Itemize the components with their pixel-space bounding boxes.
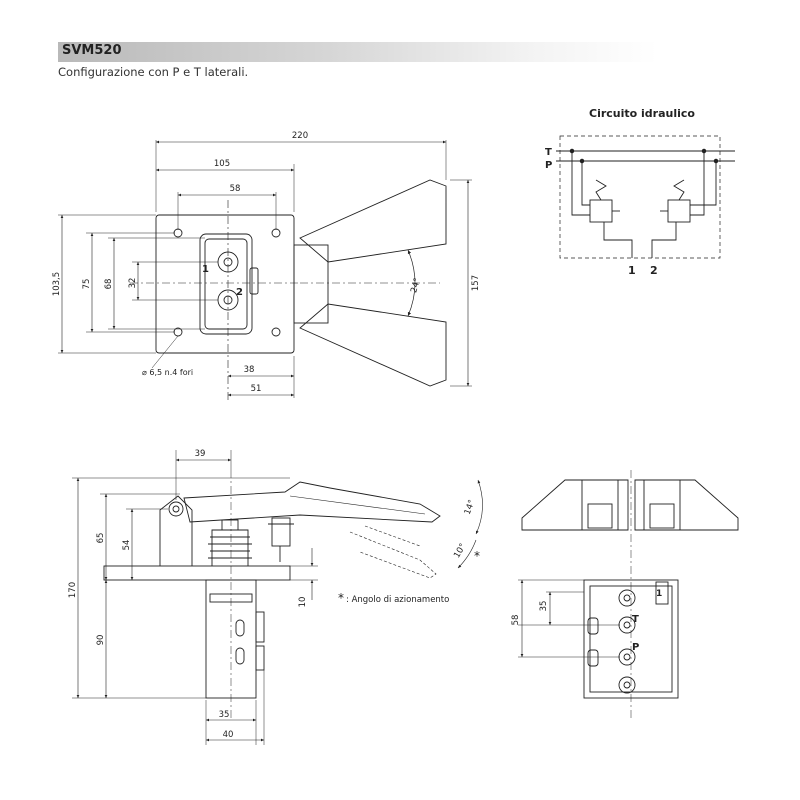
- dim-35-side: 35: [219, 710, 230, 720]
- dim-39: 39: [195, 449, 206, 459]
- front-label-t: T: [632, 614, 639, 625]
- dim-10: 10: [298, 597, 308, 608]
- top-view-labels: 220 105 58 103,5 75 68 32 157 38 51 24° …: [52, 131, 481, 394]
- circuit-label-p: P: [545, 160, 552, 171]
- port-2-label: 2: [236, 287, 243, 298]
- holes-note: ⌀ 6,5 n.4 fori: [142, 368, 193, 377]
- angle-24: 24°: [409, 277, 423, 294]
- circuit-port-2: 2: [650, 264, 658, 277]
- dim-157: 157: [471, 275, 481, 291]
- dim-54: 54: [122, 540, 132, 551]
- angle-14: 14°: [463, 499, 478, 517]
- dim-65: 65: [96, 533, 106, 544]
- side-view-labels: 39 65 54 170 90 10 35 40 14° 10° * * : A…: [68, 449, 480, 740]
- dim-90: 90: [96, 635, 106, 646]
- circuit-port-1: 1: [628, 264, 636, 277]
- model-title: SVM520: [62, 43, 122, 58]
- title-bar: SVM520: [58, 42, 658, 62]
- side-view: [72, 450, 483, 745]
- legend-text: : Angolo di azionamento: [346, 595, 449, 605]
- dim-75: 75: [82, 279, 92, 290]
- hydraulic-circuit: Circuito idraulico T P 1 2: [545, 107, 735, 277]
- angle-asterisk: *: [474, 549, 480, 563]
- dim-220: 220: [292, 131, 308, 141]
- circuit-title: Circuito idraulico: [589, 107, 695, 120]
- dim-105: 105: [214, 159, 230, 169]
- dim-58: 58: [230, 184, 241, 194]
- port-1-label: 1: [202, 264, 209, 275]
- front-view: [518, 470, 739, 720]
- angle-10: 10°: [452, 542, 468, 560]
- front-label-p: P: [632, 642, 639, 653]
- dim-58-front: 58: [511, 615, 521, 626]
- dim-35-front: 35: [539, 601, 549, 612]
- legend-asterisk: *: [338, 591, 344, 605]
- front-label-1: 1: [656, 589, 662, 599]
- subtitle: Configurazione con P e T laterali.: [58, 65, 249, 79]
- dim-40: 40: [223, 730, 234, 740]
- dim-32: 32: [128, 278, 138, 289]
- dim-103-5: 103,5: [52, 272, 62, 296]
- dim-68: 68: [104, 279, 114, 290]
- circuit-label-t: T: [545, 147, 552, 158]
- dim-38: 38: [244, 365, 255, 375]
- front-view-labels: 58 35 T P 1: [511, 589, 662, 653]
- dim-51: 51: [251, 384, 262, 394]
- dim-170: 170: [68, 582, 78, 598]
- top-view: [58, 140, 472, 400]
